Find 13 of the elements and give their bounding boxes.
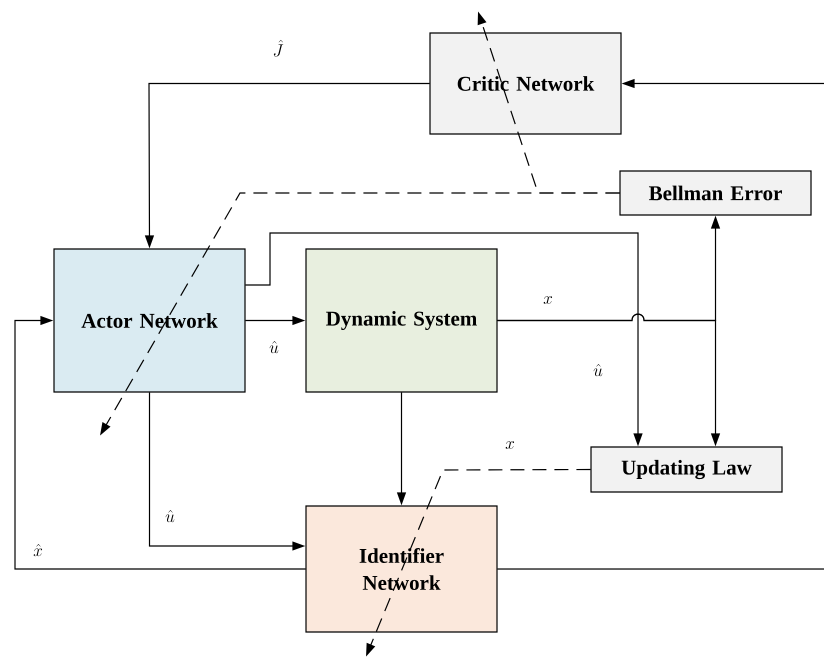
edge-label: $\hat{u}$: [166, 510, 174, 522]
edge-label: $x$: [506, 441, 514, 449]
block-box: Actor Network: [53, 248, 246, 393]
edge-label: $x$: [544, 296, 552, 304]
block-box: Bellman Error: [619, 170, 812, 216]
block-box: Dynamic System: [305, 248, 498, 393]
edge-label: $\hat{J}$: [274, 40, 284, 57]
block-box: Updating Law: [590, 446, 783, 493]
arrow: [14, 316, 306, 570]
block-box: Critic Network: [429, 32, 622, 135]
edge-label: $\hat{u}$: [270, 341, 278, 354]
edge-label: $\hat{x}$: [34, 544, 42, 556]
edge-label: $\hat{u}$: [594, 364, 602, 376]
